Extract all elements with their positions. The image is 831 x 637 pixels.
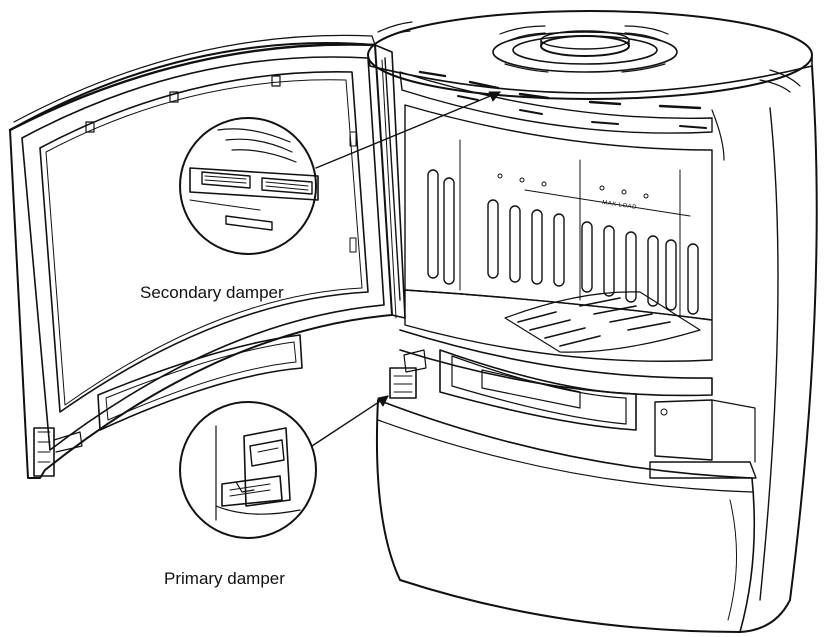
stove-body <box>367 10 818 633</box>
open-door <box>8 34 406 479</box>
secondary-damper-arrowhead <box>488 91 501 102</box>
primary-damper-arrowhead <box>377 395 389 407</box>
secondary-damper-leader <box>315 91 501 169</box>
secondary-damper-label: Secondary damper <box>140 283 284 302</box>
primary-damper-inset <box>179 401 317 539</box>
secondary-damper-inset <box>179 117 319 255</box>
primary-damper-label: Primary damper <box>164 569 285 588</box>
max-load-label: MAX LOAD <box>602 200 638 211</box>
primary-damper-leader <box>311 395 389 447</box>
